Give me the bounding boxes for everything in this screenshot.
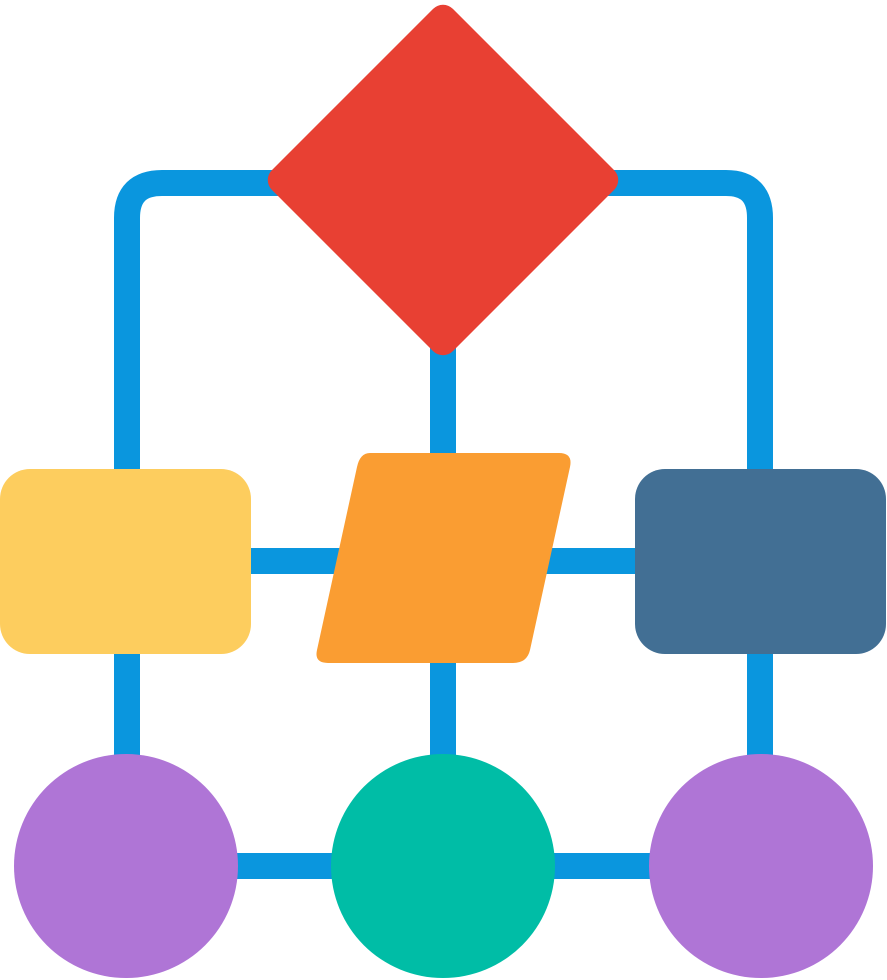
- decision-diamond: [267, 4, 619, 356]
- terminal-circle-left: [14, 754, 238, 978]
- terminal-circle-right: [649, 754, 873, 978]
- process-block-right: [635, 469, 886, 654]
- process-block-left: [0, 469, 251, 654]
- terminal-circle-center: [331, 754, 555, 978]
- input-output-parallelogram: [316, 453, 571, 663]
